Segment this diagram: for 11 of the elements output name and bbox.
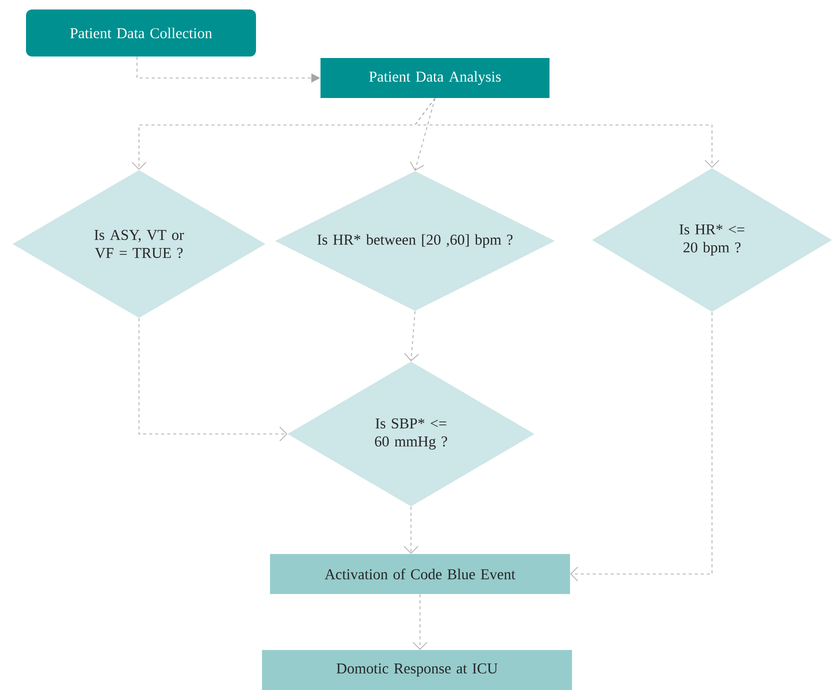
- process-box: Activation of Code Blue Event: [270, 554, 570, 594]
- start-box: Patient Data Collection: [26, 10, 256, 56]
- arrow: [414, 98, 720, 168]
- arrow: [412, 594, 428, 650]
- process-box: Patient Data Analysis: [320, 58, 550, 98]
- arrow: [404, 310, 419, 362]
- arrow: [404, 506, 418, 554]
- arrow: [138, 318, 288, 442]
- process-box: Domotic Response at ICU: [262, 650, 572, 690]
- arrow: [410, 98, 436, 171]
- arrow: [570, 312, 712, 582]
